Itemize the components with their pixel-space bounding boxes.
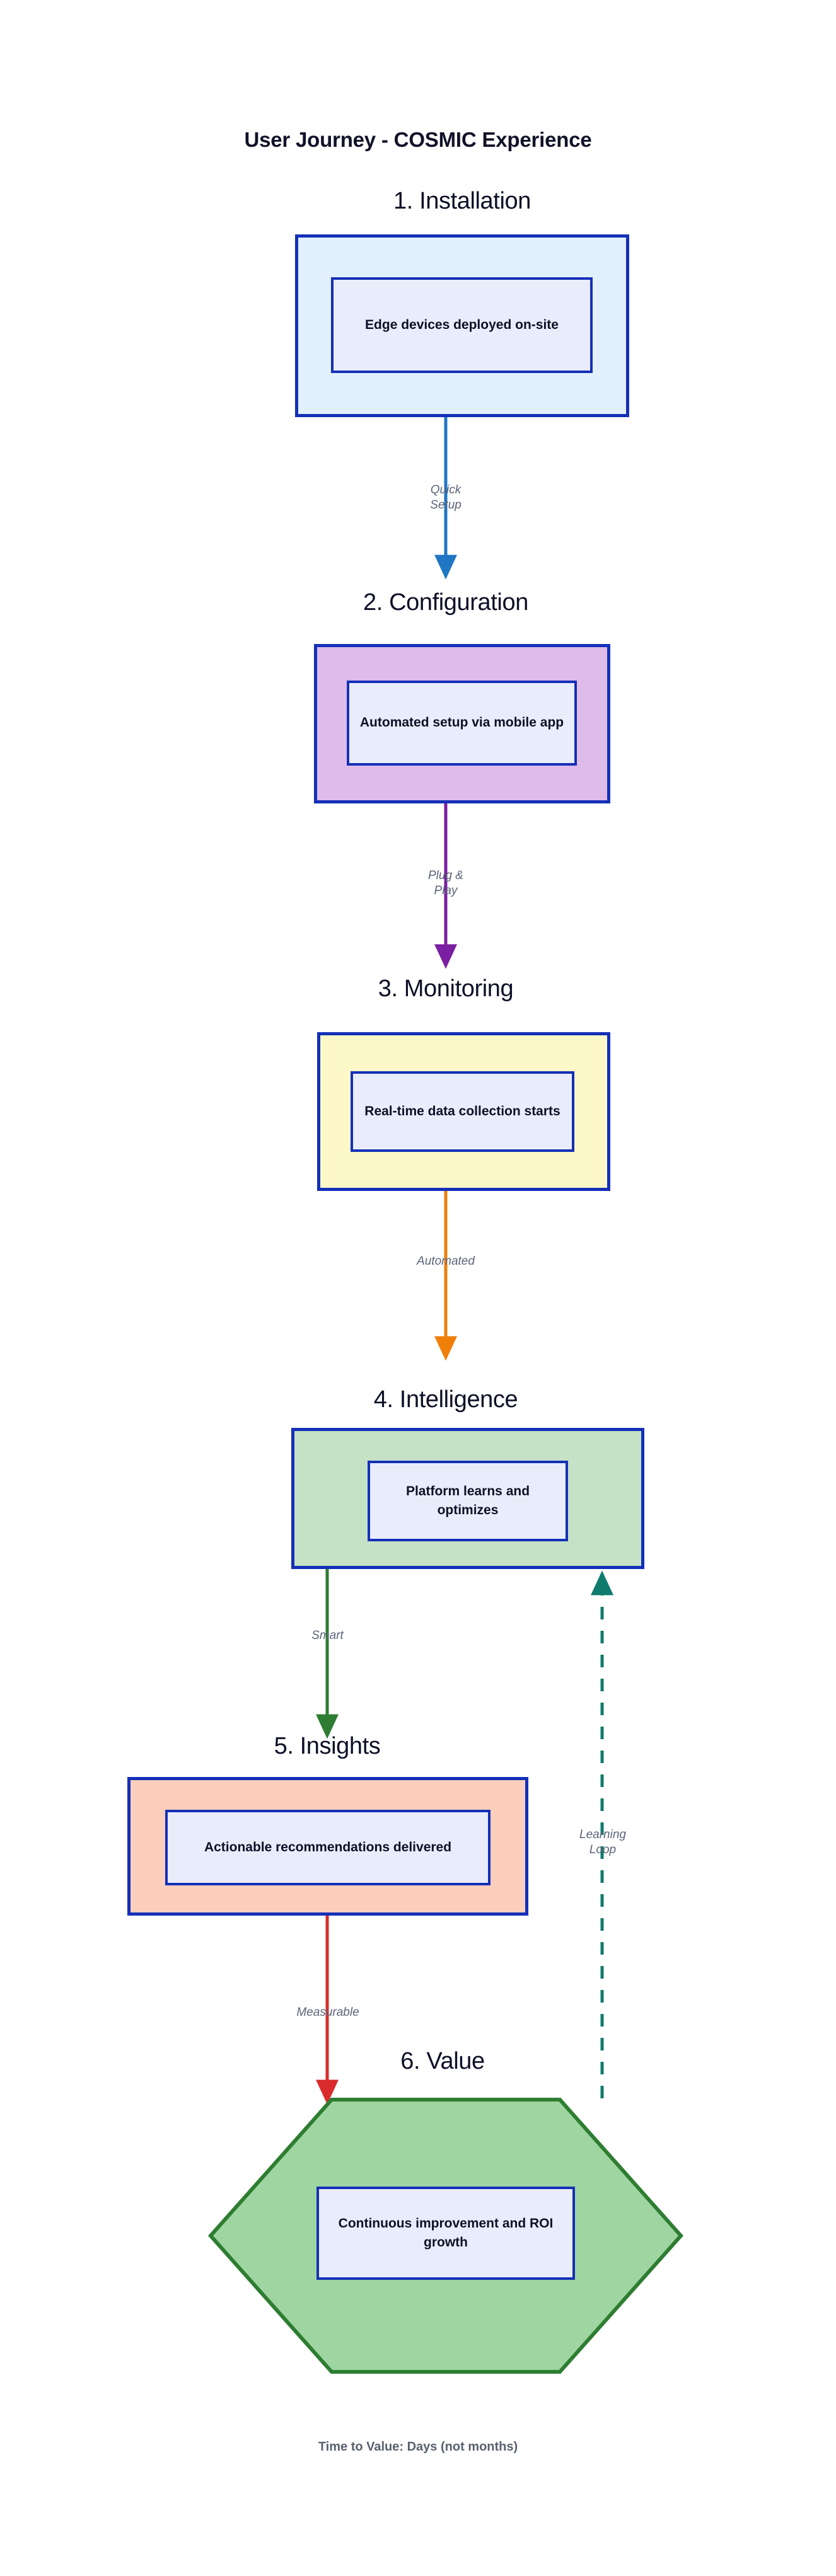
edge-label-plug-play: Plug & Play bbox=[428, 869, 463, 897]
stage-label-monitoring: Real-time data collection starts bbox=[351, 1071, 574, 1152]
stage-label-installation: Edge devices deployed on-site bbox=[331, 277, 593, 373]
stage-title-intelligence: 4. Intelligence bbox=[373, 1386, 518, 1413]
stage-label-intelligence: Platform learns and optimizes bbox=[368, 1461, 568, 1541]
stage-title-installation: 1. Installation bbox=[393, 188, 531, 214]
stage-label-insights: Actionable recommendations delivered bbox=[165, 1810, 491, 1885]
footer-note: Time to Value: Days (not months) bbox=[318, 2440, 518, 2454]
stage-title-monitoring: 3. Monitoring bbox=[378, 975, 514, 1002]
edge-label-learning-loop: Learning Loop bbox=[579, 1828, 626, 1856]
stage-title-configuration: 2. Configuration bbox=[363, 589, 528, 616]
stage-box-intelligence[interactable] bbox=[291, 1428, 644, 1569]
stage-label-configuration: Automated setup via mobile app bbox=[347, 681, 577, 766]
edge-label-smart: Smart bbox=[311, 1629, 344, 1642]
stage-title-value: 6. Value bbox=[400, 2048, 485, 2074]
edge-label-measurable: Measurable bbox=[296, 2006, 359, 2019]
edge-label-automated: Automated bbox=[417, 1255, 475, 1268]
stage-title-insights: 5. Insights bbox=[274, 1733, 381, 1759]
diagram-title: User Journey - COSMIC Experience bbox=[244, 128, 592, 151]
edge-label-quick-setup: Quick Setup bbox=[430, 483, 462, 512]
stage-label-value: Continuous improvement and ROI growth bbox=[316, 2187, 575, 2280]
